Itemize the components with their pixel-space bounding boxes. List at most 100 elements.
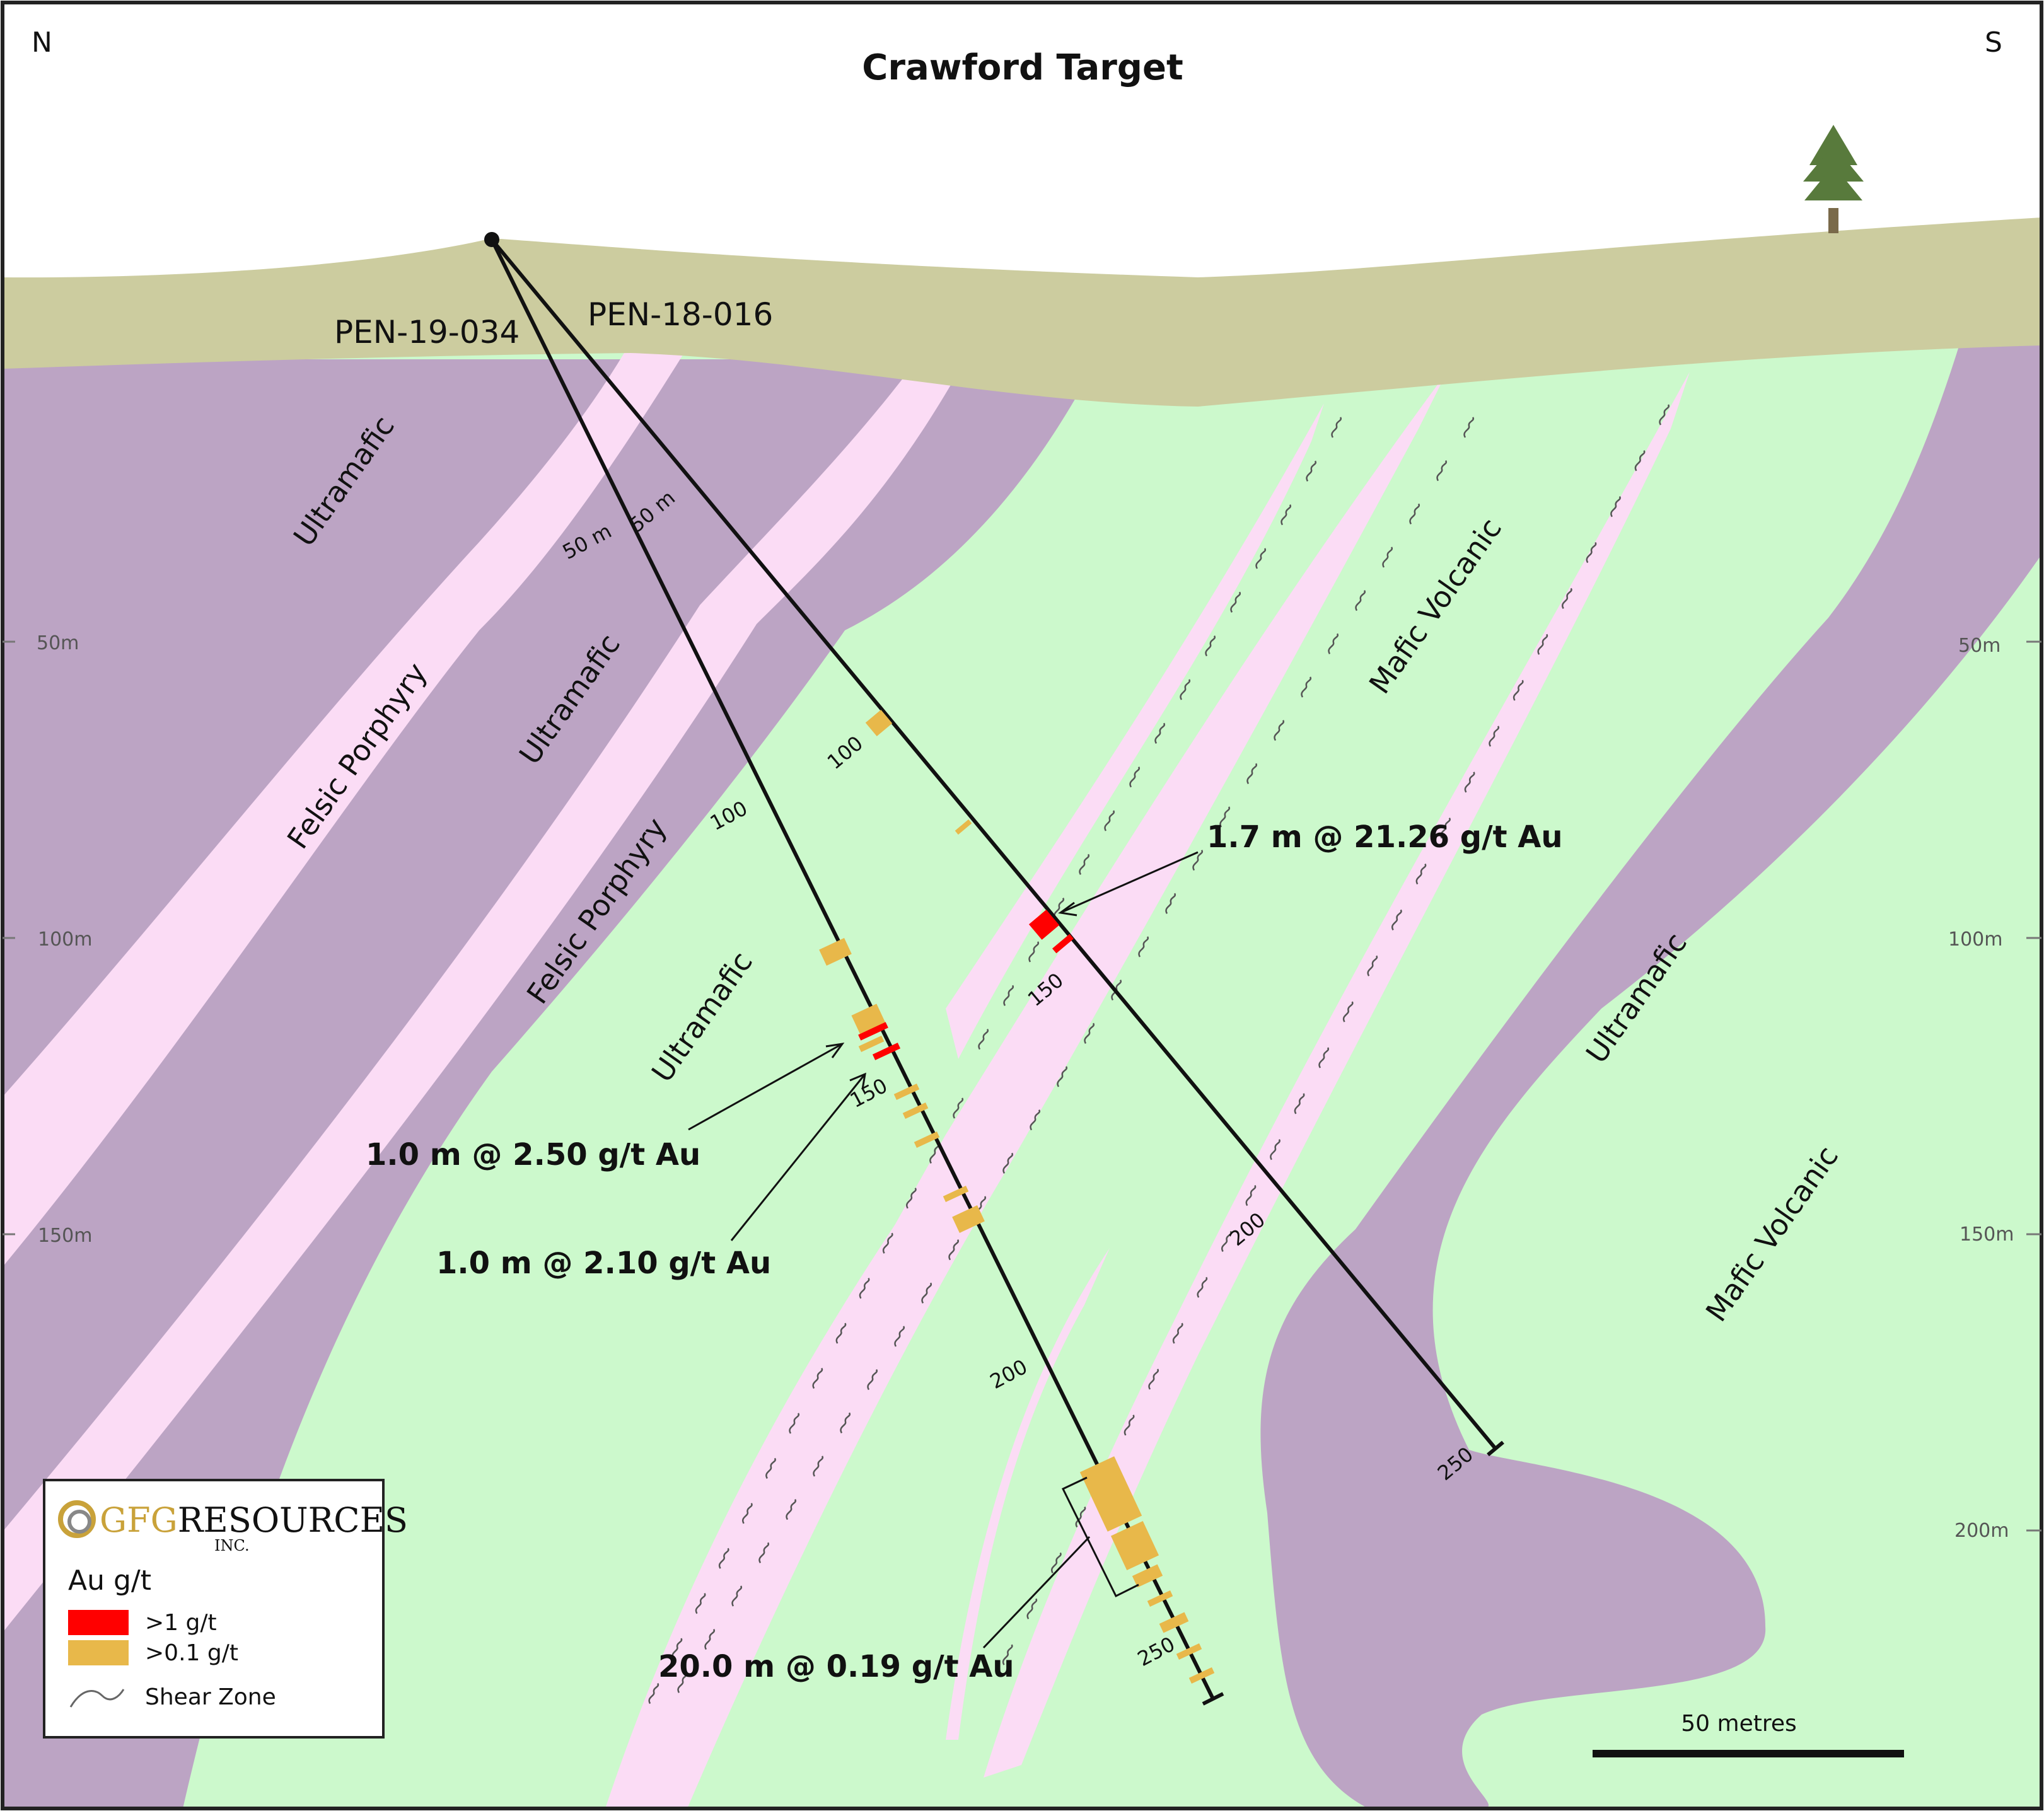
- legend-swatch-low: [68, 1640, 129, 1665]
- shear-zone-mark: [1138, 936, 1149, 958]
- assay-intervals: [819, 709, 1215, 1684]
- shear-zone-mark: [906, 1188, 917, 1209]
- interval-orange: [893, 1084, 920, 1100]
- shear-zone-mark: [704, 1628, 716, 1650]
- logo-inc: INC.: [214, 1537, 250, 1554]
- shear-zone-mark: [1318, 1047, 1330, 1068]
- shear-zone-mark: [1280, 504, 1292, 526]
- shear-zone-mark: [1230, 591, 1241, 613]
- interval-orange: [952, 1205, 985, 1233]
- legend-label-shear: Shear Zone: [145, 1684, 276, 1710]
- hole-label-pen-18-016: PEN-18-016: [588, 296, 773, 333]
- shear-zone-mark: [1382, 547, 1393, 568]
- shear-zone-mark: [789, 1413, 800, 1434]
- drill-hole-pen-18-016: [490, 238, 1497, 1450]
- shear-zone-mark: [835, 1322, 847, 1344]
- interval-orange: [858, 1036, 885, 1052]
- depth-label-right-150: 150m: [1960, 1224, 2014, 1246]
- depth-ticks-right: [2026, 640, 2041, 1532]
- shear-zone-mark: [1331, 417, 1342, 438]
- shear-zone-icon: [69, 1689, 125, 1708]
- shear-zone-mark: [1079, 853, 1090, 875]
- hole-label-pen-19-034: PEN-19-034: [334, 314, 520, 350]
- gfg-logo-icon: [58, 1500, 96, 1538]
- shear-zone-mark: [1255, 548, 1267, 569]
- page-title: Crawford Target: [862, 47, 1183, 88]
- shear-zone-mark: [1180, 679, 1191, 700]
- shear-zone-mark: [765, 1457, 776, 1479]
- shear-zone-mark: [1301, 676, 1312, 698]
- interval-orange: [955, 819, 972, 835]
- shear-zone-mark: [1221, 1230, 1232, 1253]
- shear-zone-mark: [1537, 634, 1548, 655]
- shear-zone-mark: [1436, 460, 1448, 482]
- interval-orange: [943, 1186, 969, 1202]
- shear-zone-mark: [1464, 772, 1475, 793]
- shear-zone-mark: [859, 1278, 870, 1299]
- shear-zone-mark: [1489, 726, 1500, 747]
- interval-orange: [865, 709, 893, 737]
- shear-zone-mark: [786, 1498, 797, 1520]
- shear-zone-mark: [1003, 985, 1014, 1006]
- shear-zone-mark: [812, 1367, 823, 1389]
- shear-zone-mark: [1104, 810, 1115, 831]
- logo-text: GFGRESOURCES: [100, 1500, 408, 1540]
- interval-orange: [1159, 1612, 1189, 1633]
- shear-zone-mark: [1002, 1644, 1013, 1665]
- interval-orange: [819, 938, 852, 966]
- shear-zone-mark: [1306, 460, 1317, 482]
- shear-zone-mark: [1219, 806, 1231, 828]
- legend: GFGRESOURCES INC. Au g/t >1 g/t >0.1 g/t…: [43, 1479, 408, 1739]
- legend-label-low: >0.1 g/t: [145, 1640, 238, 1666]
- shear-zone-mark: [1030, 1109, 1041, 1131]
- felsic-dyke-3: [984, 372, 1690, 1778]
- shear-zone-mark: [695, 1593, 706, 1614]
- result-label-4: 20.0 m @ 0.19 g/t Au: [658, 1649, 1014, 1684]
- tree-icon: [1803, 125, 1864, 233]
- shear-zone-mark: [1355, 589, 1366, 611]
- scale-bar: 50 metres: [1593, 1711, 1904, 1757]
- felsic-dyke-5: [946, 1248, 1110, 1740]
- result-arrows: [688, 851, 1199, 1649]
- shear-zone-mark: [1415, 863, 1427, 885]
- result-label-2: 1.0 m @ 2.50 g/t Au: [366, 1137, 700, 1172]
- shear-zone-mark: [677, 1672, 688, 1693]
- scale-bar-line: [1593, 1750, 1904, 1757]
- shear-zone-mark: [1409, 503, 1420, 524]
- depth-label-left-50: 50m: [37, 632, 79, 654]
- shear-zone-mark: [1610, 496, 1621, 518]
- legend-title: Au g/t: [68, 1565, 151, 1597]
- interval-red: [1028, 910, 1060, 940]
- shear-zone-mark: [1367, 955, 1378, 976]
- shear-zone-mark: [894, 1326, 905, 1347]
- shear-zone-mark: [1028, 941, 1040, 963]
- scale-bar-label: 50 metres: [1681, 1711, 1797, 1737]
- interval-orange-large: [1110, 1520, 1159, 1571]
- shear-zone-mark: [882, 1232, 893, 1254]
- shear-zone-mark: [1634, 450, 1646, 472]
- depth-label-right-50: 50m: [1958, 635, 2000, 657]
- interval-orange: [1132, 1564, 1163, 1588]
- shear-zone-mark: [1129, 766, 1141, 788]
- drill-hole-pen-19-034: [490, 238, 1215, 1700]
- felsic-dyke-2: [618, 372, 1447, 1808]
- shear-zone-mark: [1084, 1022, 1095, 1044]
- legend-label-high: >1 g/t: [145, 1610, 217, 1636]
- shear-zone-mark: [1246, 763, 1258, 784]
- shear-zone-mark: [953, 1097, 964, 1119]
- shear-zone-mark: [1294, 1093, 1305, 1114]
- shear-zone-mark: [1172, 1322, 1183, 1344]
- shear-zone-mark: [1075, 1506, 1086, 1528]
- hole-end-cap: [1487, 1440, 1504, 1457]
- shear-zone-mark: [1391, 909, 1402, 931]
- shear-zone-mark: [1165, 893, 1176, 914]
- depth-label-right-100: 100m: [1948, 929, 2002, 951]
- shear-zone-mark: [921, 1282, 932, 1304]
- depth-label-left-150: 150m: [38, 1225, 92, 1247]
- shear-zone-mark: [813, 1455, 824, 1477]
- ultramafic-left-body: [3, 359, 1097, 1808]
- shear-zone-mark: [1440, 818, 1451, 839]
- logo-text-gfg: GFG: [100, 1500, 178, 1540]
- shear-zone-mark: [1111, 979, 1122, 1001]
- compass-north: N: [32, 26, 52, 59]
